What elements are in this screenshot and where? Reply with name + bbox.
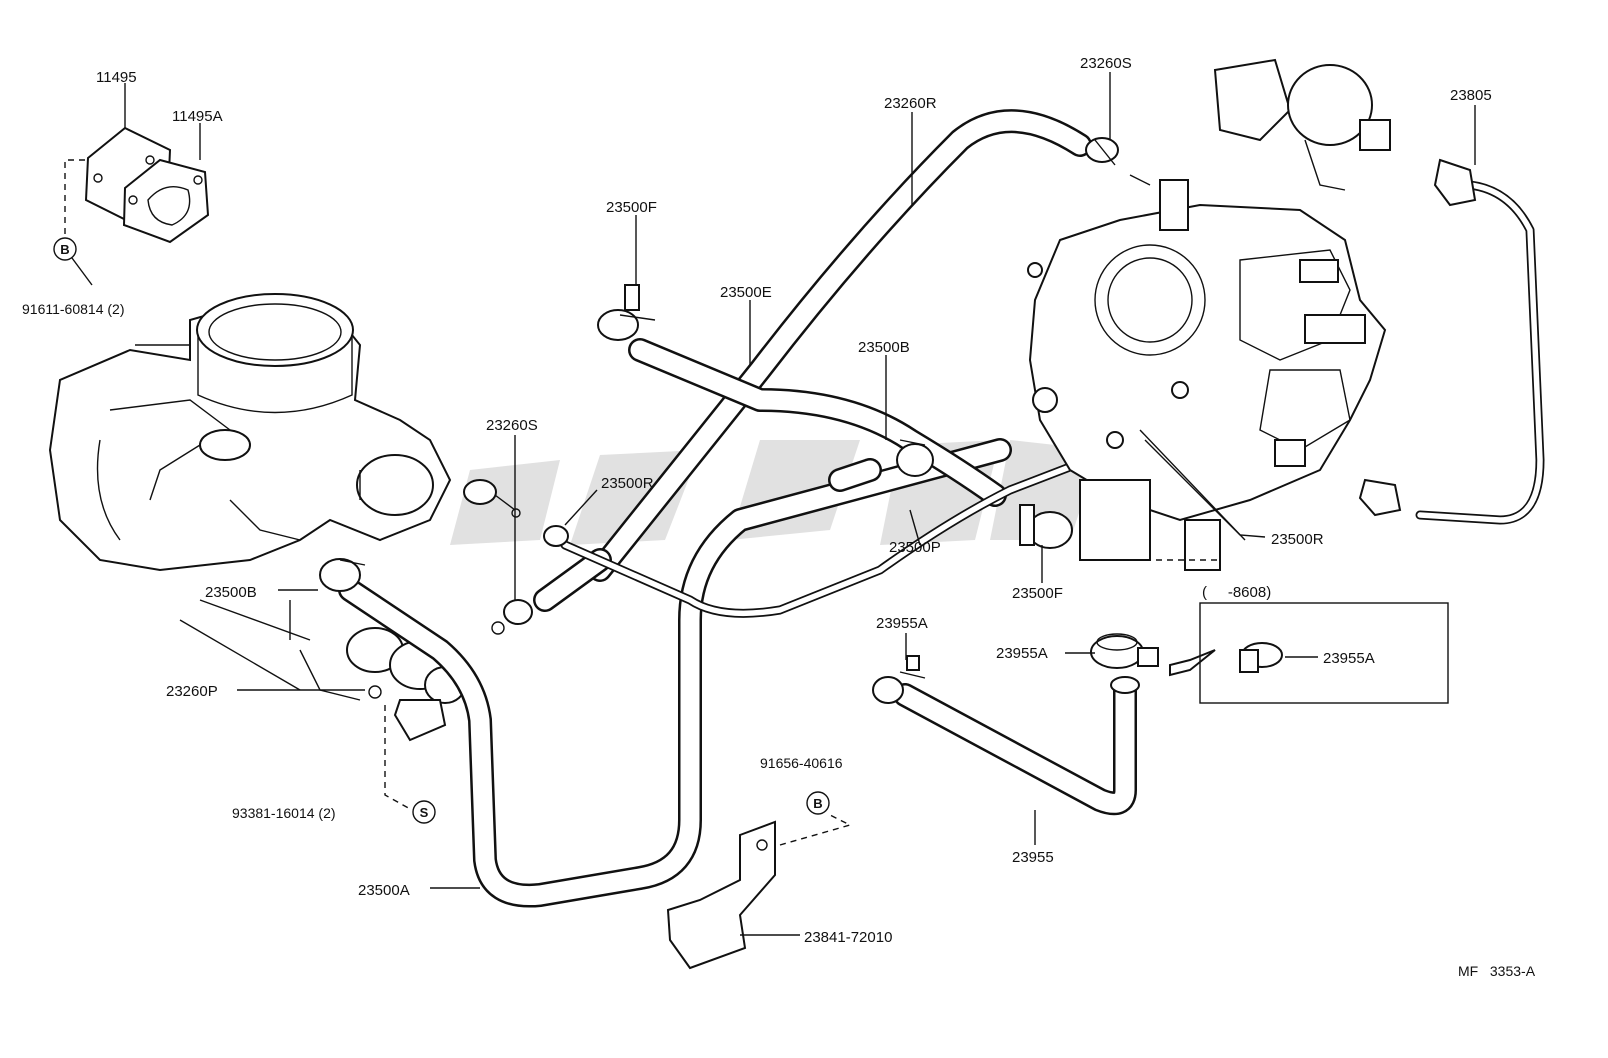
b-symbol-upper: [53, 237, 77, 261]
bracket-23841: [666, 820, 776, 970]
label-23500A: 23500A: [358, 882, 410, 899]
label-23955A-top: 23955A: [876, 615, 928, 632]
clamp-23260S-mid: [491, 599, 533, 635]
hose-23260R: [588, 109, 1092, 582]
label-23500E: 23500E: [720, 284, 772, 301]
clamp-23500F-top: [597, 284, 656, 341]
throttle-body: [48, 293, 521, 742]
s-symbol: [412, 800, 436, 824]
clamp-23260S-top: [1085, 137, 1119, 166]
clamp-23955A-inset: [1239, 642, 1283, 673]
label-23955: 23955: [1012, 849, 1054, 866]
hose-23500E: [628, 338, 1007, 507]
b-symbol-upper-letter: B: [60, 242, 69, 257]
gasket-11495A: [122, 158, 210, 244]
label-23500B-mid: 23500B: [858, 339, 910, 356]
label-23500R-right: 23500R: [1271, 531, 1324, 548]
label-23260S-mid: 23260S: [486, 417, 538, 434]
leader-lines: [237, 72, 1476, 936]
label-91611-60814: 91611-60814 (2): [22, 301, 124, 317]
injection-pump: [1027, 58, 1391, 571]
label-11495A: 11495A: [172, 108, 223, 125]
label-23955A-inset: 23955A: [1323, 650, 1375, 667]
label-23500B-left: 23500B: [205, 584, 257, 601]
hose-23500A: [338, 438, 1012, 908]
label-11495: 11495: [96, 69, 137, 86]
label-23955A-mid: 23955A: [996, 645, 1048, 662]
clamp-23955A-top: [899, 655, 926, 679]
label-23260P: 23260P: [166, 683, 218, 700]
label-8608-range: ( -8608): [1202, 584, 1271, 601]
clamp-23500F-bottom: [1019, 504, 1073, 549]
clamp-23500B-mid: [896, 439, 934, 477]
inset-box: [1199, 602, 1449, 704]
clamp-23500R-mid: [543, 525, 569, 547]
figure-code: MF 3353-A: [1458, 963, 1536, 979]
label-23500R-mid: 23500R: [601, 475, 654, 492]
pipe-23805: [1358, 158, 1545, 525]
label-23260R: 23260R: [884, 95, 937, 112]
label-23500P: 23500P: [889, 539, 941, 556]
s-symbol-letter: S: [420, 805, 429, 820]
label-91656-40616: 91656-40616: [760, 755, 843, 771]
b-symbol-lower-letter: B: [813, 796, 822, 811]
label-23260S-top: 23260S: [1080, 55, 1132, 72]
label-93381-16014: 93381-16014 (2): [232, 805, 336, 821]
hose-23955: [872, 676, 1140, 816]
label-23841-72010: 23841-72010: [804, 929, 892, 946]
pipe-23500R: [560, 435, 1145, 618]
label-23805: 23805: [1450, 87, 1492, 104]
clamp-23500B-left: [319, 558, 366, 592]
label-23500F-bottom: 23500F: [1012, 585, 1063, 602]
clamp-23955A-mid: [1090, 633, 1159, 669]
hose-short-mid: [533, 458, 882, 612]
b-symbol-lower: [806, 791, 830, 815]
label-23500F-top: 23500F: [606, 199, 657, 216]
